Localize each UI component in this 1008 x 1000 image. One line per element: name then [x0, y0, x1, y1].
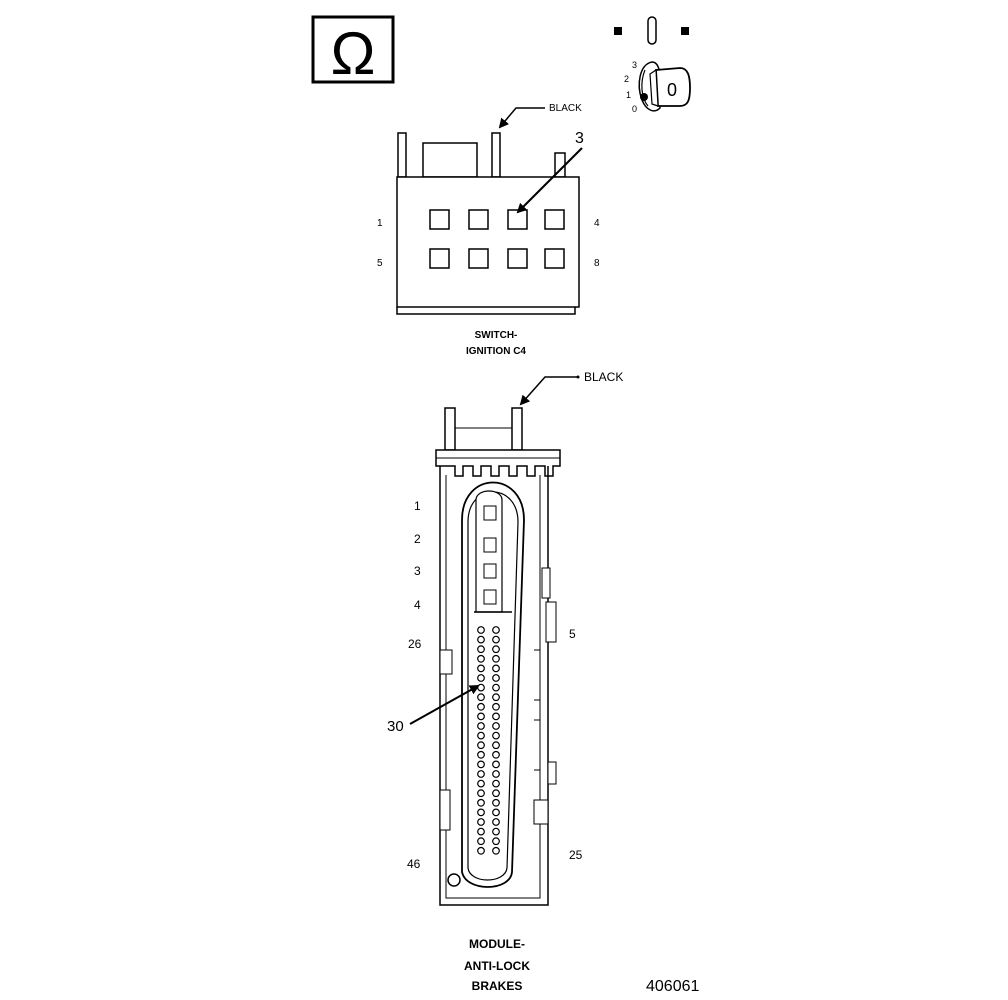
pin-cavity — [492, 837, 500, 846]
pin-label: 8 — [594, 258, 600, 269]
pin-cavity — [477, 674, 485, 682]
switch-pin-label: 3 — [632, 60, 637, 70]
switch-pin-label: 0 — [632, 104, 637, 114]
cavity — [429, 248, 450, 269]
cavity-label: 25 — [569, 848, 583, 862]
cavity — [468, 209, 489, 230]
cavity — [507, 248, 528, 269]
cavity — [544, 248, 565, 269]
pin-cavity — [492, 635, 500, 644]
cavity-label: 1 — [414, 499, 421, 513]
cavity-label: 5 — [569, 627, 576, 641]
pin-label: 5 — [377, 258, 383, 269]
wire-color-label: BLACK — [549, 103, 582, 114]
cavity-label: 3 — [414, 564, 421, 578]
ignition-switch-icon: 3 2 1 0 0 — [614, 16, 691, 114]
pin-cavity — [492, 702, 500, 711]
pin-cavity — [492, 664, 500, 673]
pin-cavity — [477, 702, 485, 711]
pin-cavity — [492, 645, 500, 654]
switch-pin-label: 2 — [624, 74, 629, 84]
switch-pin-label: 1 — [626, 90, 631, 100]
pin-cavity — [477, 645, 485, 654]
pin-cavity — [492, 674, 500, 682]
pin-cavity — [477, 789, 485, 798]
pin-cavity — [492, 722, 500, 730]
pin-cavity — [477, 750, 485, 759]
cavity-label: 4 — [414, 598, 421, 612]
pin-cavity — [492, 808, 500, 817]
connector-name: SWITCH- — [475, 330, 518, 341]
cavity-label: 26 — [408, 637, 422, 651]
connector-name: IGNITION C4 — [466, 346, 526, 357]
pin-label: 4 — [594, 218, 600, 229]
wire-color-label: BLACK — [584, 370, 623, 384]
module-name: BRAKES — [472, 979, 523, 993]
pin-cavity — [492, 626, 500, 634]
pin-field — [477, 626, 500, 855]
pin-cavity — [492, 770, 500, 778]
module-connector: 1 2 3 4 26 5 46 25 BLACK 30 MODULE- ANTI… — [387, 370, 623, 993]
pin-cavity — [477, 779, 485, 788]
connector-c4: 1 4 5 8 BLACK 3 SWITCH- IGNITION C4 — [377, 103, 600, 357]
pin-cavity — [477, 760, 485, 769]
module-name: ANTI-LOCK — [464, 959, 530, 973]
pin-cavity — [477, 654, 485, 663]
pin-cavity — [477, 635, 485, 644]
pin-cavity — [492, 818, 500, 826]
cavity — [468, 248, 489, 269]
pin-cavity — [492, 731, 500, 740]
pin-cavity — [477, 683, 485, 692]
cavity — [429, 209, 450, 230]
key-label: 0 — [667, 80, 677, 100]
pin-cavity — [492, 654, 500, 663]
cavity — [507, 209, 528, 230]
pin-cavity — [477, 798, 485, 807]
pin-cavity — [492, 693, 500, 702]
pin-cavity — [492, 846, 500, 855]
pin-cavity — [492, 741, 500, 750]
callout-pin-label: 30 — [387, 718, 404, 735]
pin-cavity — [477, 664, 485, 673]
pin-cavity — [477, 626, 485, 634]
pin-cavity — [477, 837, 485, 846]
pin-cavity — [492, 789, 500, 798]
callout-pin-label: 3 — [575, 130, 584, 147]
omega-icon: Ω — [331, 20, 376, 87]
omega-symbol-box: Ω — [311, 15, 395, 87]
pin-cavity — [492, 750, 500, 759]
cavity-label: 46 — [407, 857, 421, 871]
pin-cavity — [477, 770, 485, 778]
pin-cavity — [477, 741, 485, 750]
pin-cavity — [477, 712, 485, 721]
pin-cavity — [477, 693, 485, 702]
pin-cavity — [477, 846, 485, 855]
pin-label: 1 — [377, 218, 383, 229]
pin-cavity — [492, 712, 500, 721]
pin-cavity — [477, 827, 485, 836]
cavity-label: 2 — [414, 532, 421, 546]
pin-cavity — [492, 798, 500, 807]
figure-number: 406061 — [646, 978, 699, 995]
pin-cavity — [477, 731, 485, 740]
cavity — [544, 209, 565, 230]
pin-cavity — [477, 808, 485, 817]
module-name: MODULE- — [469, 937, 525, 951]
pin-cavity — [477, 722, 485, 730]
pin-cavity — [492, 683, 500, 692]
pin-cavity — [492, 827, 500, 836]
pin-cavity — [492, 760, 500, 769]
pin-cavity — [477, 818, 485, 826]
pin-cavity — [492, 779, 500, 788]
